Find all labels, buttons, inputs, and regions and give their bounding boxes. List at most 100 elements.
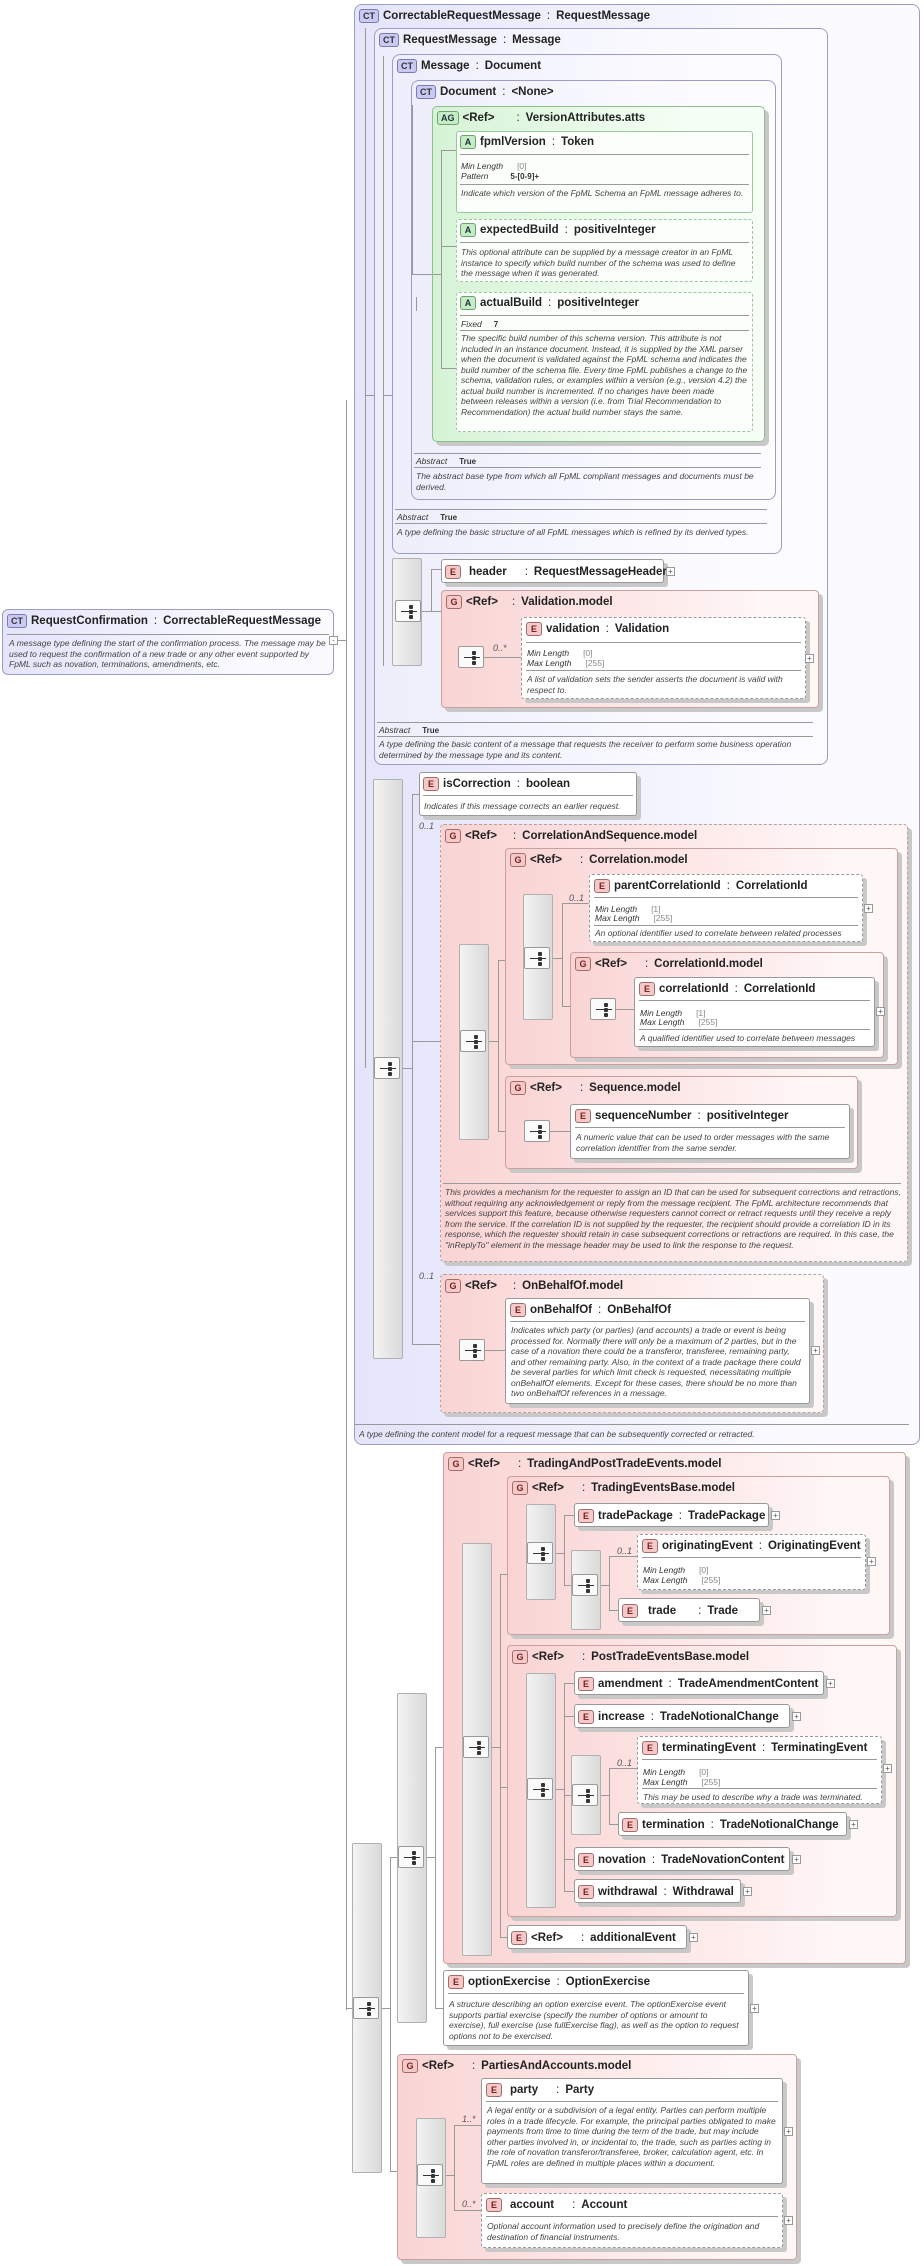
expand-icon[interactable]: + bbox=[883, 1764, 892, 1773]
attribute-icon: A bbox=[460, 223, 476, 237]
sequence-number-element[interactable]: E sequenceNumber:positiveInteger A numer… bbox=[570, 1104, 850, 1159]
sequence-icon[interactable] bbox=[417, 2164, 443, 2186]
sequence-icon[interactable] bbox=[524, 947, 550, 969]
expand-icon[interactable]: + bbox=[750, 2004, 759, 2013]
element-icon: E bbox=[622, 1818, 638, 1832]
sequence-icon[interactable] bbox=[460, 1030, 486, 1052]
option-exercise-element[interactable]: E optionExercise:OptionExercise A struct… bbox=[443, 1970, 749, 2046]
element-icon: E bbox=[639, 982, 655, 996]
group-icon: G bbox=[402, 2059, 418, 2073]
terminating-event-element[interactable]: E terminatingEvent:TerminatingEvent Min … bbox=[637, 1736, 882, 1804]
element-icon: E bbox=[510, 1303, 526, 1317]
complex-type-icon: CT bbox=[397, 59, 417, 73]
expected-build-attribute[interactable]: A expectedBuild:positiveInteger This opt… bbox=[456, 219, 753, 282]
element-icon: E bbox=[578, 1885, 594, 1899]
group-icon: G bbox=[512, 1650, 528, 1664]
termination-element[interactable]: E termination:TradeNotionalChange bbox=[618, 1812, 847, 1836]
validation-element[interactable]: E validation:Validation Min Length[0] Ma… bbox=[521, 617, 806, 699]
element-icon: E bbox=[486, 2083, 502, 2097]
fpml-version-attribute[interactable]: A fpmlVersion:Token Min Length[0] Patter… bbox=[456, 131, 753, 213]
additional-event-element[interactable]: E <Ref>:additionalEvent bbox=[507, 1925, 687, 1949]
expand-icon[interactable]: + bbox=[849, 1820, 858, 1829]
element-icon: E bbox=[578, 1710, 594, 1724]
element-icon: E bbox=[526, 622, 542, 636]
expand-icon[interactable]: + bbox=[762, 1606, 771, 1615]
correlation-id-element[interactable]: E correlationId:CorrelationId Min Length… bbox=[634, 977, 875, 1047]
document-documentation: The abstract base type from which all Fp… bbox=[416, 471, 754, 492]
on-behalf-of-element[interactable]: E onBehalfOf:OnBehalfOf Indicates which … bbox=[505, 1298, 810, 1404]
element-icon: E bbox=[575, 1109, 591, 1123]
element-type: CorrectableRequestMessage bbox=[163, 615, 321, 627]
expand-icon[interactable]: + bbox=[867, 1557, 876, 1566]
group-icon: G bbox=[445, 1279, 461, 1293]
novation-element[interactable]: E novation:TradeNovationContent bbox=[574, 1847, 790, 1871]
sequence-icon[interactable] bbox=[590, 998, 616, 1020]
sequence-icon[interactable] bbox=[524, 1120, 550, 1142]
group-icon: G bbox=[510, 1081, 526, 1095]
sequence-icon[interactable] bbox=[572, 1574, 598, 1596]
attribute-icon: A bbox=[460, 296, 476, 310]
expand-icon[interactable]: + bbox=[771, 1511, 780, 1520]
expand-icon[interactable]: + bbox=[784, 2216, 793, 2225]
sequence-icon[interactable] bbox=[572, 1784, 598, 1806]
expand-icon[interactable]: + bbox=[826, 1679, 835, 1688]
withdrawal-element[interactable]: E withdrawal:Withdrawal bbox=[574, 1879, 741, 1903]
parent-correlation-id-element[interactable]: E parentCorrelationId:CorrelationId Min … bbox=[589, 874, 863, 942]
originating-event-element[interactable]: E originatingEvent:OriginatingEvent Min … bbox=[637, 1534, 866, 1590]
element-icon: E bbox=[486, 2198, 502, 2212]
group-icon: G bbox=[448, 1457, 464, 1471]
expand-icon[interactable]: + bbox=[792, 1712, 801, 1721]
trade-element[interactable]: E trade:Trade bbox=[618, 1598, 760, 1622]
choice-icon[interactable] bbox=[527, 1778, 553, 1800]
request-confirmation-box[interactable]: CT RequestConfirmation:CorrectableReques… bbox=[2, 609, 334, 675]
element-icon: E bbox=[594, 879, 610, 893]
complex-type-icon: CT bbox=[379, 33, 399, 47]
trade-package-element[interactable]: E tradePackage:TradePackage bbox=[574, 1503, 769, 1527]
group-icon: G bbox=[575, 957, 591, 971]
element-icon: E bbox=[423, 777, 439, 791]
sequence-icon[interactable] bbox=[374, 1057, 400, 1079]
element-icon: E bbox=[622, 1604, 638, 1618]
expand-icon[interactable]: + bbox=[811, 1346, 820, 1355]
party-element[interactable]: E party:Party A legal entity or a subdiv… bbox=[481, 2078, 783, 2184]
expand-icon[interactable]: - bbox=[329, 636, 338, 645]
expand-icon[interactable]: + bbox=[743, 1887, 752, 1896]
expand-icon[interactable]: + bbox=[864, 904, 873, 913]
header-element[interactable]: E header:RequestMessageHeader bbox=[441, 559, 667, 583]
request-message-documentation: A type defining the basic content of a m… bbox=[379, 739, 792, 760]
expand-icon[interactable]: + bbox=[805, 654, 814, 663]
account-element[interactable]: E account:Account Optional account infor… bbox=[481, 2193, 783, 2248]
sequence-icon[interactable] bbox=[353, 1997, 379, 2019]
amendment-element[interactable]: E amendment:TradeAmendmentContent bbox=[574, 1671, 824, 1695]
expand-icon[interactable]: + bbox=[784, 2127, 793, 2136]
expand-icon[interactable]: + bbox=[876, 1007, 885, 1016]
sequence-icon[interactable] bbox=[459, 1339, 485, 1361]
group-icon: G bbox=[446, 595, 462, 609]
group-icon: G bbox=[512, 1481, 528, 1495]
is-correction-element[interactable]: E isCorrection:boolean Indicates if this… bbox=[419, 772, 637, 816]
message-documentation: A type defining the basic structure of a… bbox=[397, 527, 749, 537]
element-icon: E bbox=[642, 1741, 658, 1755]
expand-icon[interactable]: + bbox=[666, 567, 675, 576]
attribute-icon: A bbox=[460, 135, 476, 149]
element-icon: E bbox=[448, 1975, 464, 1989]
choice-icon[interactable] bbox=[527, 1542, 553, 1564]
group-icon: G bbox=[445, 829, 461, 843]
increase-element[interactable]: E increase:TradeNotionalChange bbox=[574, 1704, 790, 1728]
element-icon: E bbox=[445, 565, 461, 579]
root-documentation: A message type defining the start of the… bbox=[9, 638, 326, 669]
correctable-documentation: A type defining the content model for a … bbox=[359, 1429, 755, 1439]
element-icon: E bbox=[578, 1677, 594, 1691]
sequence-icon[interactable] bbox=[395, 600, 421, 622]
sequence-icon[interactable] bbox=[458, 646, 484, 668]
element-icon: E bbox=[642, 1539, 658, 1553]
choice-icon[interactable] bbox=[398, 1846, 424, 1868]
complex-type-icon: CT bbox=[359, 9, 379, 23]
complex-type-icon: CT bbox=[416, 85, 436, 99]
element-icon: E bbox=[578, 1509, 594, 1523]
choice-icon[interactable] bbox=[463, 1736, 489, 1758]
expand-icon[interactable]: + bbox=[792, 1855, 801, 1864]
expand-icon[interactable]: + bbox=[689, 1933, 698, 1942]
group-icon: G bbox=[510, 853, 526, 867]
